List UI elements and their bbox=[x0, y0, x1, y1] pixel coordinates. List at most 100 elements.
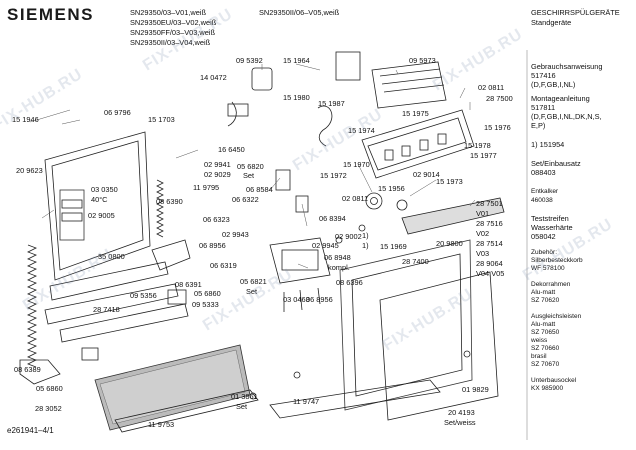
part-number: 16 6450 bbox=[218, 145, 245, 154]
info-line: Gebrauchsanweisung bbox=[531, 62, 603, 71]
part-number: 06 6319 bbox=[210, 261, 237, 270]
part-number: 15 1975 bbox=[402, 109, 429, 118]
brand-logo: SIEMENS bbox=[7, 5, 95, 24]
part-number: 08 6390 bbox=[156, 197, 183, 206]
part-label: V03 bbox=[476, 249, 490, 258]
part-number: 15 1969 bbox=[380, 242, 407, 251]
info-line: SZ 70620 bbox=[531, 297, 560, 304]
part-number: 08 6391 bbox=[175, 280, 202, 289]
info-line: brasil bbox=[531, 353, 547, 360]
info-line: Alu-matt bbox=[531, 289, 556, 296]
part-number: 05 6820 bbox=[237, 162, 264, 171]
part-number: 05 6821 bbox=[240, 277, 267, 286]
part-number: 08 6396 bbox=[336, 278, 363, 287]
part-number: 06 8394 bbox=[319, 214, 346, 223]
part-label: Set bbox=[243, 171, 255, 180]
document-id: e261941–4/1 bbox=[7, 426, 54, 435]
info-line: Unterbausockel bbox=[531, 377, 577, 384]
info-line: Dekorrahmen bbox=[531, 281, 571, 288]
part-number: 15 1977 bbox=[470, 151, 497, 160]
part-number: 01 3861 bbox=[231, 392, 258, 401]
part-number: 15 1970 bbox=[343, 160, 370, 169]
part-label: Set bbox=[246, 287, 258, 296]
part-number: 15 1987 bbox=[318, 99, 345, 108]
part-number: 28 7514 bbox=[476, 239, 503, 248]
info-line: KX 985900 bbox=[531, 385, 564, 392]
part-number: 06 8584 bbox=[246, 185, 273, 194]
part-label: Set/weiss bbox=[444, 418, 476, 427]
info-line: E,P) bbox=[531, 121, 546, 130]
model-line: SN29350/03–V01,weiß bbox=[130, 8, 207, 17]
part-number: 11 9795 bbox=[193, 183, 220, 192]
part-number: 15 1976 bbox=[484, 123, 511, 132]
part-number: 15 1972 bbox=[320, 171, 347, 180]
part-number: 02 9945 bbox=[312, 241, 339, 250]
part-number: 15 1956 bbox=[378, 184, 405, 193]
info-line: 460038 bbox=[531, 197, 553, 204]
part-number: 02 9943 bbox=[222, 230, 249, 239]
info-line: weiss bbox=[531, 337, 548, 344]
info-line: 058042 bbox=[531, 232, 556, 241]
footnote-ref: 1) bbox=[362, 231, 369, 240]
part-number: 28 7418 bbox=[93, 305, 120, 314]
part-number: 15 1973 bbox=[436, 177, 463, 186]
part-number: 15 1980 bbox=[283, 93, 310, 102]
part-number: 05 6860 bbox=[194, 289, 221, 298]
info-line: SZ 70650 bbox=[531, 329, 560, 336]
part-number: 03 0463 bbox=[283, 295, 310, 304]
part-number: 01 9829 bbox=[462, 385, 489, 394]
model-line: SN29350EU/03–V02,weiß bbox=[130, 18, 217, 27]
info-line: Silberbesteckkorb bbox=[531, 257, 583, 264]
part-number: 08 6389 bbox=[14, 365, 41, 374]
info-line: SZ 70670 bbox=[531, 361, 560, 368]
info-line: Ausgleichsleisten bbox=[531, 313, 582, 320]
part-number: 03 0350 bbox=[91, 185, 118, 194]
info-line: Wasserhärte bbox=[531, 223, 573, 232]
part-number: 06 8948 bbox=[324, 253, 351, 262]
part-number: 28 7501 bbox=[476, 199, 503, 208]
part-number: 20 4193 bbox=[448, 408, 475, 417]
part-label: kompl. bbox=[328, 263, 350, 272]
part-number: 28 3052 bbox=[35, 404, 62, 413]
part-number: 28 7400 bbox=[402, 257, 429, 266]
part-number: 35 0800 bbox=[98, 252, 125, 261]
part-number: 02 9005 bbox=[88, 211, 115, 220]
category-subtitle: Standgeräte bbox=[531, 18, 572, 27]
info-line: Teststreifen bbox=[531, 214, 569, 223]
part-number: 09 5356 bbox=[130, 291, 157, 300]
part-number: 09 5392 bbox=[236, 56, 263, 65]
info-line: Entkalker bbox=[531, 188, 559, 195]
part-number: 15 1978 bbox=[464, 141, 491, 150]
part-number: 15 1974 bbox=[348, 126, 375, 135]
part-number: 20 9623 bbox=[16, 166, 43, 175]
info-line: (D,F,GB,I,NL,DK,N,S, bbox=[531, 112, 602, 121]
part-number: 14 0472 bbox=[200, 73, 227, 82]
part-number: 06 6323 bbox=[203, 215, 230, 224]
info-line: SZ 70660 bbox=[531, 345, 560, 352]
part-number: 06 9796 bbox=[104, 108, 131, 117]
part-label: V04,V05 bbox=[476, 269, 505, 278]
part-number: 06 8956 bbox=[199, 241, 226, 250]
part-number: 02 0811 bbox=[478, 83, 505, 92]
info-line: Set/Einbausatz bbox=[531, 159, 581, 168]
part-number: 09 5333 bbox=[192, 300, 219, 309]
info-line: Zubehör: bbox=[531, 249, 558, 256]
part-number: 11 9747 bbox=[293, 397, 320, 406]
part-number: 15 1946 bbox=[12, 115, 39, 124]
info-line: 517811 bbox=[531, 103, 556, 112]
part-label: V01 bbox=[476, 209, 490, 218]
info-line: 517416 bbox=[531, 71, 556, 80]
part-number: 28 9064 bbox=[476, 259, 503, 268]
info-line: WF 578100 bbox=[531, 265, 565, 272]
category-title: GESCHIRRSPÜLGERÄTE bbox=[531, 8, 620, 17]
info-line: (D,F,GB,I,NL) bbox=[531, 80, 576, 89]
part-number: 11 9753 bbox=[148, 420, 175, 429]
part-number: 15 1964 bbox=[283, 56, 310, 65]
part-number: 06 8956 bbox=[306, 295, 333, 304]
part-number: 02 0811 bbox=[342, 194, 369, 203]
part-number: 28 7516 bbox=[476, 219, 503, 228]
part-number: 20 9800 bbox=[436, 239, 463, 248]
part-number: 28 7500 bbox=[486, 94, 513, 103]
footnote-ref: 1) bbox=[362, 241, 369, 250]
